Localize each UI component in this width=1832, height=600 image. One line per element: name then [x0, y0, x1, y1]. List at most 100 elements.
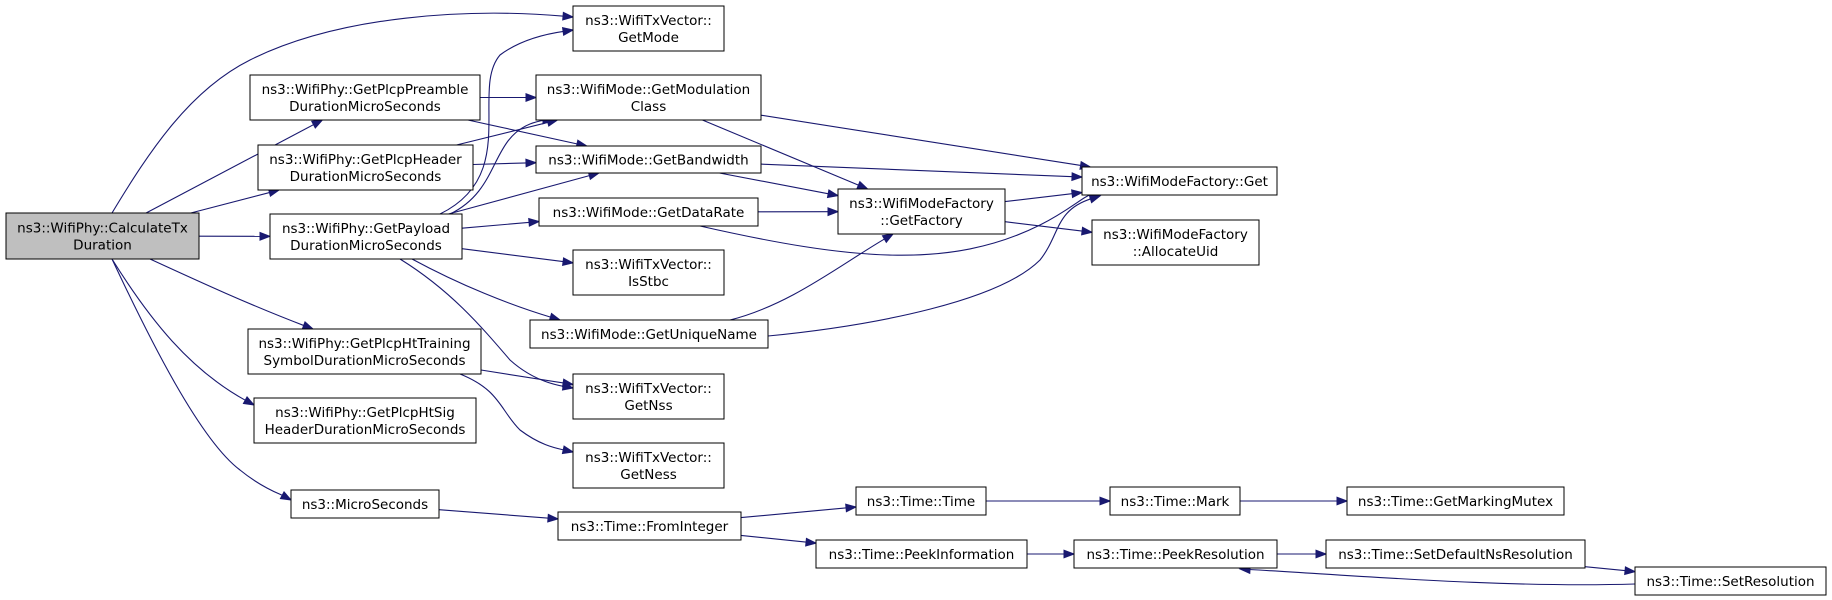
edge-uniqueName-to-getFactory [729, 233, 895, 321]
edge-line [461, 221, 531, 229]
edge-arrowhead [827, 207, 840, 217]
node-header[interactable]: ns3::WifiPhy::GetPlcpHeaderDurationMicro… [257, 144, 474, 191]
node-getNss[interactable]: ns3::WifiTxVector::GetNss [572, 373, 725, 420]
edge-htTraining-to-getNess [459, 373, 575, 455]
edge-dataRate-to-getFactory [757, 207, 840, 217]
node-box [1325, 539, 1586, 569]
edge-line [760, 163, 1074, 178]
edge-line [439, 30, 565, 215]
edge-fromInt-to-timeTime [740, 503, 858, 519]
edge-modClass-to-factoryGet [760, 114, 1092, 170]
node-label: DurationMicroSeconds [290, 169, 442, 185]
node-label: GetNss [624, 398, 672, 414]
node-label: Class [631, 99, 667, 115]
edge-arrowhead [561, 378, 575, 388]
node-box [529, 319, 769, 349]
node-label: ns3::Time::Mark [1121, 494, 1230, 510]
edge-line [1584, 566, 1627, 572]
edge-setDefNs-to-setRes [1584, 566, 1637, 576]
node-label: ns3::Time::SetResolution [1646, 574, 1814, 590]
node-allocUid[interactable]: ns3::WifiModeFactory::AllocateUid [1091, 219, 1260, 266]
edge-arrowhead [310, 119, 324, 129]
node-label: ns3::WifiModeFactory::Get [1091, 174, 1268, 190]
node-label: ns3::WifiMode::GetDataRate [553, 205, 745, 221]
node-box [247, 328, 482, 375]
edge-line [1004, 221, 1084, 232]
node-markMutex[interactable]: ns3::Time::GetMarkingMutex [1346, 486, 1565, 516]
node-label: ns3::WifiMode::GetBandwidth [548, 153, 748, 169]
edge-payload-to-uniqueName [411, 258, 562, 322]
edge-fromInt-to-peekInfo [740, 534, 818, 547]
node-label: ns3::Time::FromInteger [571, 519, 729, 535]
node-htSig[interactable]: ns3::WifiPhy::GetPlcpHtSigHeaderDuration… [253, 397, 477, 444]
node-setRes[interactable]: ns3::Time::SetResolution [1634, 566, 1827, 596]
node-fromInt[interactable]: ns3::Time::FromInteger [557, 511, 742, 541]
edge-arrowhead [561, 27, 575, 36]
edge-setRes-to-peekRes [1238, 565, 1636, 586]
edge-arrowhead [826, 189, 840, 199]
node-box [269, 213, 463, 260]
node-label: ::GetFactory [880, 213, 962, 229]
edge-line [480, 369, 565, 384]
edge-arrowhead [528, 217, 541, 227]
node-box [1081, 166, 1278, 196]
node-bandwidth[interactable]: ns3::WifiMode::GetBandwidth [535, 145, 762, 174]
edge-calcTx-to-preamble [145, 119, 324, 214]
node-micro[interactable]: ns3::MicroSeconds [290, 489, 440, 519]
node-label: HeaderDurationMicroSeconds [265, 422, 466, 438]
edge-header-to-bandwidth [472, 158, 538, 168]
node-isStbc[interactable]: ns3::WifiTxVector::IsStbc [572, 249, 725, 296]
edge-arrowhead [881, 233, 895, 244]
call-graph-nodes: ns3::WifiPhy::CalculateTxDurationns3::Wi… [5, 5, 1827, 596]
edge-arrowhead [845, 503, 858, 513]
node-label: ns3::Time::PeekResolution [1086, 547, 1264, 563]
edge-htTraining-to-getNss [480, 369, 575, 388]
edge-bandwidth-to-factoryGet [760, 163, 1084, 182]
edge-line [111, 258, 284, 497]
node-payload[interactable]: ns3::WifiPhy::GetPayloadDurationMicroSec… [269, 213, 463, 260]
edge-arrowhead [1071, 172, 1084, 182]
node-mark[interactable]: ns3::Time::Mark [1109, 486, 1241, 516]
node-uniqueName[interactable]: ns3::WifiMode::GetUniqueName [529, 319, 769, 349]
node-getNess[interactable]: ns3::WifiTxVector::GetNess [572, 442, 725, 489]
node-preamble[interactable]: ns3::WifiPhy::GetPlcpPreambleDurationMic… [249, 74, 481, 121]
edge-micro-to-fromInt [438, 509, 560, 523]
edge-payload-to-bandwidth [448, 171, 601, 215]
node-label: ns3::WifiModeFactory [849, 196, 994, 212]
edge-line [461, 248, 565, 263]
edge-arrowhead [525, 92, 538, 103]
node-box [1073, 539, 1278, 569]
edge-arrowhead [561, 445, 575, 455]
node-box [253, 397, 477, 444]
edge-line [456, 121, 549, 146]
edge-header-to-modClass [456, 118, 559, 146]
node-label: IsStbc [628, 274, 669, 290]
node-box [290, 489, 440, 519]
node-factoryGet[interactable]: ns3::WifiModeFactory::Get [1081, 166, 1278, 196]
node-label: ns3::WifiPhy::GetPlcpHtSig [275, 405, 455, 421]
node-peekRes[interactable]: ns3::Time::PeekResolution [1073, 539, 1278, 569]
node-peekInfo[interactable]: ns3::Time::PeekInformation [815, 539, 1028, 569]
node-box [535, 145, 762, 174]
node-label: GetMode [618, 30, 679, 46]
edge-line [467, 119, 579, 145]
edge-arrowhead [1071, 189, 1084, 199]
edge-line [111, 12, 565, 214]
edge-line [149, 258, 305, 327]
edge-arrowhead [562, 11, 575, 21]
edge-arrowhead [279, 490, 293, 501]
node-timeTime[interactable]: ns3::Time::Time [855, 486, 987, 516]
node-box [249, 74, 481, 121]
node-getFactory[interactable]: ns3::WifiModeFactory::GetFactory [837, 188, 1006, 235]
node-htTraining[interactable]: ns3::WifiPhy::GetPlcpHtTrainingSymbolDur… [247, 328, 482, 375]
node-dataRate[interactable]: ns3::WifiMode::GetDataRate [538, 197, 759, 227]
node-label: ::AllocateUid [1133, 244, 1219, 260]
node-label: Duration [73, 238, 132, 254]
node-txGetMode[interactable]: ns3::WifiTxVector::GetMode [572, 5, 725, 52]
edge-arrowhead [1099, 496, 1112, 506]
edge-line [729, 238, 886, 321]
node-setDefNs[interactable]: ns3::Time::SetDefaultNsResolution [1325, 539, 1586, 569]
